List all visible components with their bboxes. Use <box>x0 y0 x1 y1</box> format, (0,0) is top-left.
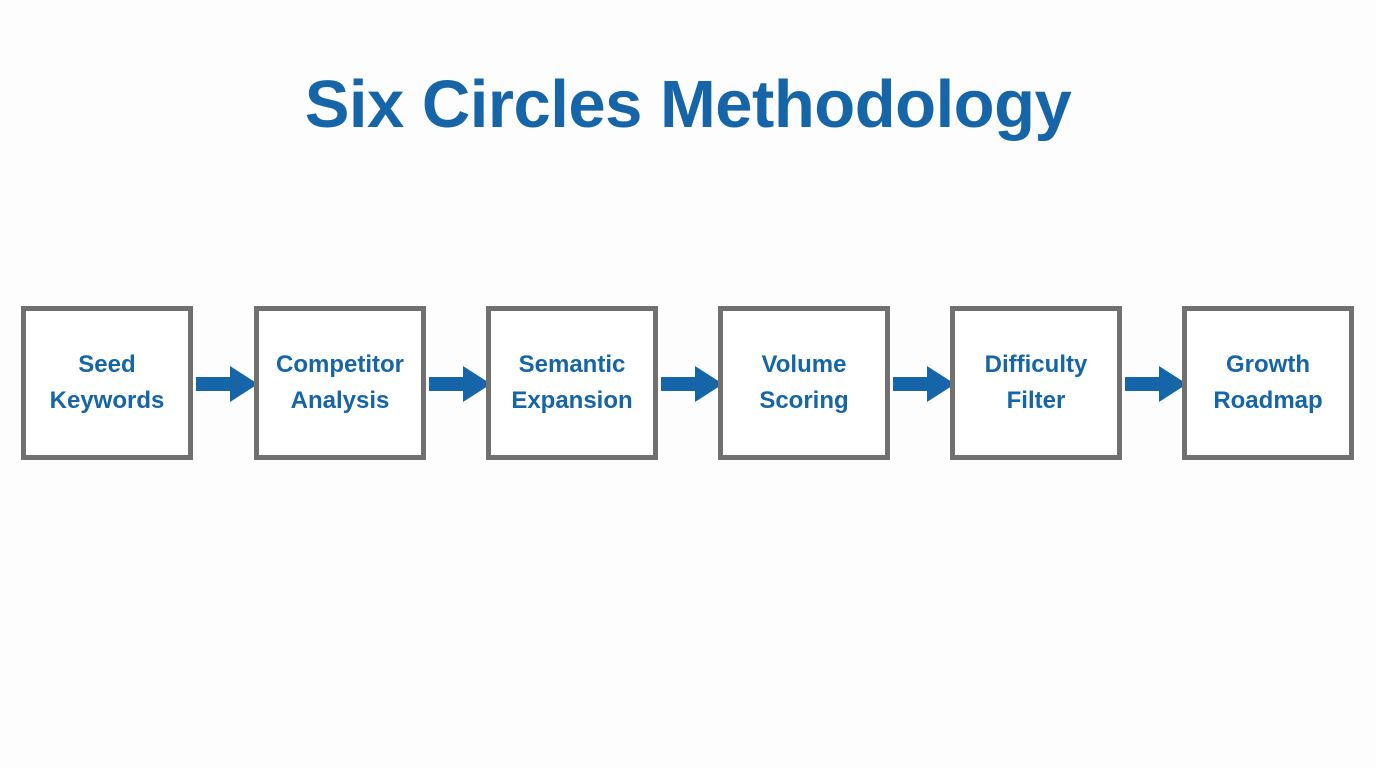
flow-arrow-3 <box>661 366 723 402</box>
page-title: Six Circles Methodology <box>304 67 1072 142</box>
process-stage-2-label: Competitor Analysis <box>276 351 404 414</box>
process-stage-3[interactable]: Semantic Expansion <box>486 306 658 460</box>
flow-arrow-5 <box>1125 366 1187 402</box>
process-flow-diagram: Seed Keywords Competitor Analysis Semant… <box>0 306 1376 461</box>
process-stage-3-label: Semantic Expansion <box>511 351 633 414</box>
process-stage-4-label: Volume Scoring <box>759 351 849 414</box>
process-stage-5-label: Difficulty Filter <box>984 351 1088 414</box>
flow-arrow-2 <box>429 366 491 402</box>
process-stage-6-label: Growth Roadmap <box>1213 351 1323 414</box>
flow-arrow-4 <box>893 366 955 402</box>
process-stage-2[interactable]: Competitor Analysis <box>254 306 426 460</box>
process-stage-1[interactable]: Seed Keywords <box>21 306 193 460</box>
flow-arrow-1 <box>196 366 258 402</box>
process-stage-4[interactable]: Volume Scoring <box>718 306 890 460</box>
process-stage-1-label: Seed Keywords <box>49 351 165 414</box>
process-stage-6[interactable]: Growth Roadmap <box>1182 306 1354 460</box>
process-stage-5[interactable]: Difficulty Filter <box>950 306 1122 460</box>
